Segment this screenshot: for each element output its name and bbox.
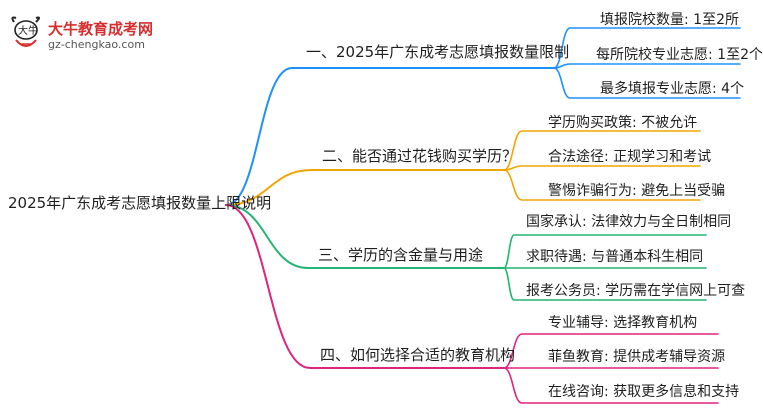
branch-1-connector bbox=[225, 67, 555, 206]
leaf-3-2: 求职待遇: 与普通本科生相同 bbox=[526, 249, 704, 265]
leaf-3-3-connector bbox=[503, 267, 707, 301]
leaf-4-2: 菲鱼教育: 提供成考辅导资源 bbox=[548, 349, 726, 365]
leaf-4-3: 在线咨询: 获取更多信息和支持 bbox=[548, 384, 740, 400]
leaf-4-1-connector bbox=[503, 333, 719, 369]
leaf-1-1-connector bbox=[553, 27, 741, 69]
leaf-1-3: 最多填报专业志愿: 4个 bbox=[600, 81, 745, 97]
logo-title: 大牛教育成考网 bbox=[48, 20, 154, 38]
leaf-1-3-connector bbox=[553, 67, 741, 99]
logo-url: gz-chengkao.com bbox=[48, 38, 145, 51]
leaf-4-3-connector bbox=[503, 367, 719, 404]
leaf-2-1-connector bbox=[503, 130, 701, 171]
branch-1-node: 一、2025年广东成考志愿填报数量限制 bbox=[306, 43, 570, 61]
leaf-2-1: 学历购买政策: 不被允许 bbox=[548, 115, 698, 131]
leaf-2-2-connector bbox=[503, 165, 701, 171]
branch-3-node: 三、学历的含金量与用途 bbox=[318, 246, 484, 264]
leaf-3-1-connector bbox=[503, 234, 707, 269]
leaf-1-1: 填报院校数量: 1至2所 bbox=[600, 12, 739, 28]
branch-3-connector bbox=[225, 204, 505, 269]
leaf-2-2: 合法途径: 正规学习和考试 bbox=[548, 149, 712, 165]
branch-2-node: 二、能否通过花钱购买学历？ bbox=[322, 147, 518, 165]
mascot-text: 大牛 bbox=[18, 24, 38, 37]
leaf-3-3: 报考公务员: 学历需在学信网上可查 bbox=[526, 283, 746, 299]
bull-mascot-icon: 大牛 bbox=[11, 16, 40, 47]
leaf-2-3-connector bbox=[503, 169, 701, 201]
leaf-1-2-connector bbox=[553, 63, 741, 69]
root-node: 2025年广东成考志愿填报数量上限说明 bbox=[8, 194, 272, 212]
leaf-2-3: 警惕诈骗行为: 避免上当受骗 bbox=[548, 183, 726, 199]
site-logo[interactable]: 大牛 大牛教育成考网 gz-chengkao.com bbox=[8, 14, 168, 54]
leaf-1-2: 每所院校专业志愿: 1至2个 bbox=[596, 47, 763, 63]
leaf-4-1: 专业辅导: 选择教育机构 bbox=[548, 315, 698, 331]
leaf-3-1: 国家承认: 法律效力与全日制相同 bbox=[526, 214, 732, 230]
branch-4-connector bbox=[225, 204, 505, 369]
branch-2-connector bbox=[225, 169, 505, 206]
branch-4-node: 四、如何选择合适的教育机构 bbox=[320, 346, 516, 364]
